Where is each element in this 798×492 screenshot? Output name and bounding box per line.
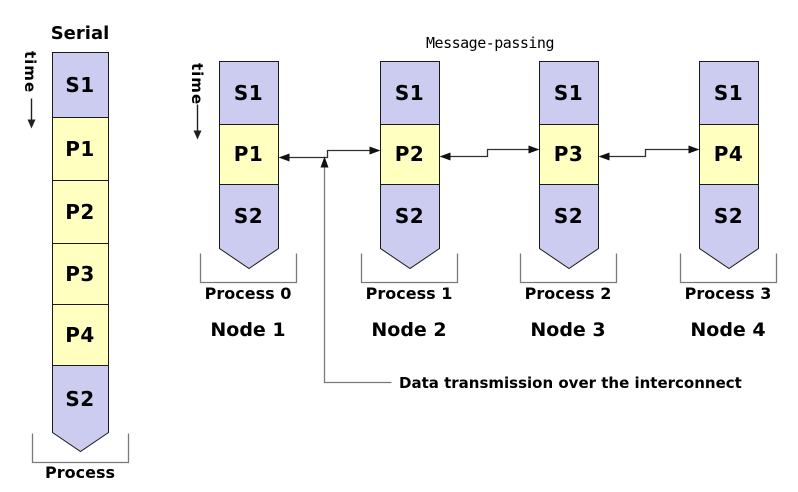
arrowhead-right-icon [688, 145, 700, 154]
serial-process-label: Process [45, 463, 115, 482]
mp3-s1-label: S1 [553, 80, 584, 105]
mp-time-arrow [193, 104, 202, 140]
serial-block-p4-label: P4 [65, 322, 95, 347]
message-arrow-p3-p4 [598, 145, 700, 161]
serial-time-label: time [21, 50, 39, 94]
arrowhead-right-icon [369, 146, 381, 155]
mp2-node-label: Node 2 [371, 319, 447, 341]
mp1-block-s2-pentagon [219, 184, 279, 270]
arrowhead-left-icon [598, 152, 610, 161]
message-arrow-p2-p3 [439, 145, 540, 161]
arrowhead-right-icon [528, 145, 540, 154]
mp4-s2-label: S2 [713, 204, 744, 228]
serial-block-p3-label: P3 [65, 261, 95, 286]
mp-column-4 [699, 61, 759, 185]
serial-block-p2-label: P2 [65, 199, 95, 224]
mp4-node-label: Node 4 [690, 319, 766, 341]
mp2-s1-label: S1 [394, 80, 425, 105]
mp4-s1-label: S1 [713, 80, 744, 105]
mp3-s2-label: S2 [553, 204, 584, 228]
mp3-process-label: Process 2 [524, 284, 612, 303]
mp2-s2-label: S2 [394, 204, 425, 228]
mp1-p-label: P1 [233, 142, 264, 166]
mp3-process-bracket [519, 253, 618, 284]
mp2-process-bracket [360, 253, 459, 284]
mp4-p-label: P4 [713, 142, 744, 166]
serial-block-p2 [52, 180, 109, 244]
serial-time-arrow [27, 98, 36, 129]
callout-leader-line [320, 156, 392, 384]
mp-column-1 [219, 61, 279, 185]
mp4-process-bracket [679, 253, 778, 284]
serial-block-s2-label: S2 [65, 387, 95, 411]
arrowhead-left-icon [278, 153, 290, 162]
mp2-block-s2-pentagon [380, 184, 440, 270]
arrowhead-up-icon [320, 156, 329, 168]
mp2-process-label: Process 1 [365, 284, 453, 303]
mp1-node-label: Node 1 [210, 319, 286, 341]
mp1-block-s1 [219, 61, 279, 125]
mp-title: Message-passing [426, 34, 554, 52]
mp2-block-s1 [380, 61, 440, 125]
callout-label: Data transmission over the interconnect [399, 374, 742, 392]
mp3-node-label: Node 3 [530, 319, 606, 341]
mp2-p-label: P2 [394, 142, 425, 166]
mp4-block-s2-pentagon [699, 184, 759, 270]
serial-column [52, 52, 109, 366]
mp1-process-bracket [199, 253, 298, 284]
arrowhead-left-icon [439, 152, 451, 161]
mp3-p-label: P3 [553, 142, 584, 166]
mp-time-label: time [188, 62, 206, 106]
serial-block-s1 [52, 52, 109, 118]
mp4-block-s1 [699, 61, 759, 125]
mp4-process-label: Process 3 [684, 284, 772, 303]
mp3-block-p [539, 124, 599, 185]
mp1-s1-label: S1 [233, 80, 264, 105]
serial-block-p1 [52, 117, 109, 181]
mp3-block-s1 [539, 61, 599, 125]
mp3-block-s2-pentagon [539, 184, 599, 270]
mp-column-3 [539, 61, 599, 185]
serial-block-s2-pentagon [52, 365, 109, 453]
message-arrow-p1-p2 [278, 146, 381, 162]
serial-block-p3 [52, 243, 109, 305]
mp1-s2-label: S2 [233, 204, 264, 228]
serial-title: Serial [50, 23, 110, 44]
mp1-process-label: Process 0 [204, 284, 292, 303]
serial-block-s1-label: S1 [65, 72, 95, 97]
serial-process-bracket [31, 433, 130, 464]
serial-block-p1-label: P1 [65, 136, 95, 161]
